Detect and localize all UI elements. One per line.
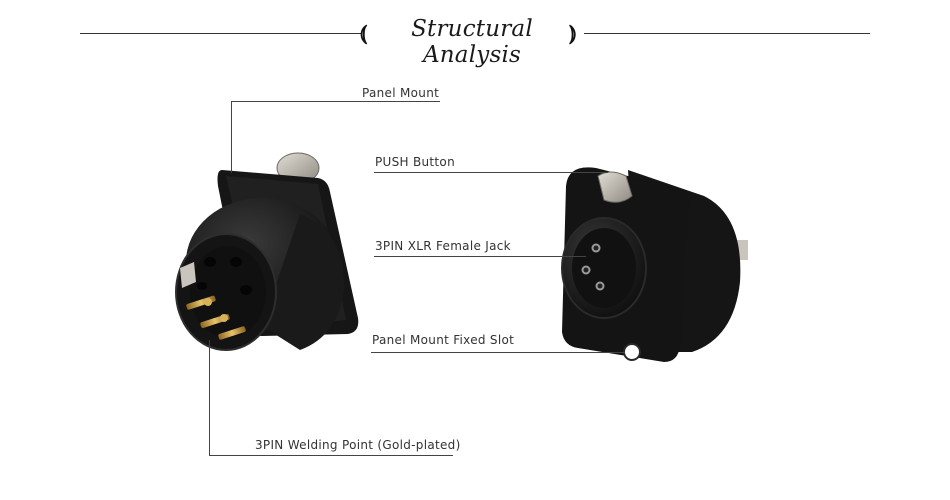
welding-point-label: 3PIN Welding Point (Gold-plated) (255, 438, 461, 452)
page-title: Structural Analysis (411, 16, 533, 68)
panel-mount-leader-h (231, 101, 440, 102)
xlr-jack-leader (374, 256, 586, 257)
push-button-leader (374, 172, 608, 173)
mount-hole (623, 343, 641, 361)
front-connector-image (561, 167, 748, 362)
welding-leader-v (209, 340, 210, 456)
push-button-label: PUSH Button (375, 155, 455, 169)
header-brace-left: ⦅ (360, 20, 368, 46)
header-rule-left (80, 33, 362, 34)
fixed-slot-label: Panel Mount Fixed Slot (372, 333, 515, 347)
header-rule-right (584, 33, 870, 34)
fixed-slot-leader (371, 352, 625, 353)
panel-mount-label: Panel Mount (362, 86, 440, 100)
rear-connector-image (175, 152, 359, 351)
welding-leader-h (209, 455, 453, 456)
header-brace-right: ⦆ (569, 20, 577, 46)
panel-mount-leader-v (231, 101, 232, 173)
gold-pins (186, 295, 246, 340)
xlr-jack-label: 3PIN XLR Female Jack (375, 239, 511, 253)
